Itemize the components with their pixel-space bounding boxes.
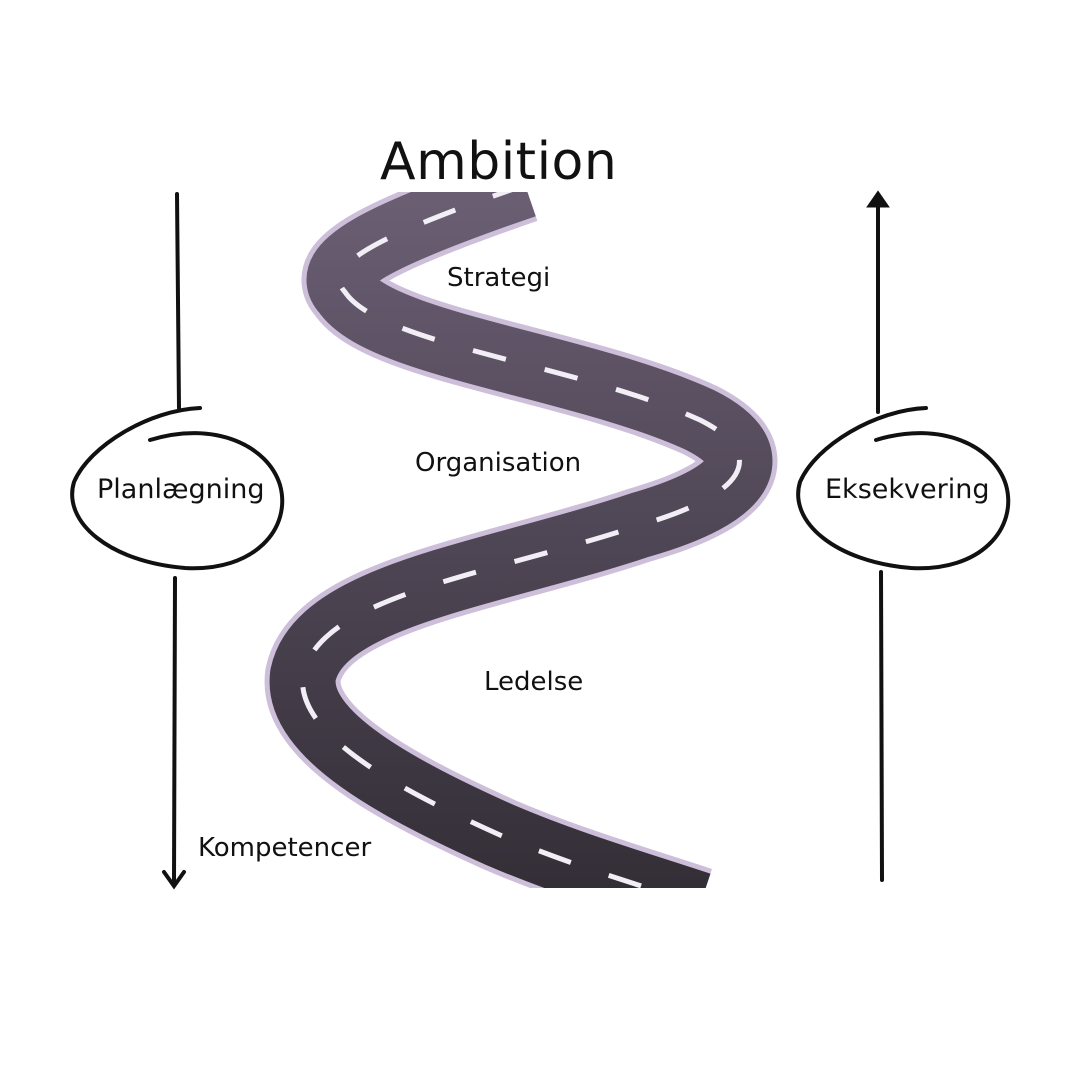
left-axis bbox=[70, 192, 285, 890]
right-arrow-head-up bbox=[866, 190, 890, 208]
eksekvering-node-outline bbox=[796, 406, 1011, 571]
left-arrow-head-down bbox=[162, 870, 186, 890]
planlaegning-node-outline bbox=[70, 406, 285, 571]
stage-label-organisation: Organisation bbox=[415, 448, 582, 478]
road-asphalt bbox=[269, 192, 773, 888]
planlaegning-node-label: Planlægning bbox=[97, 474, 265, 505]
road-center-dashes bbox=[300, 192, 742, 888]
kompetencer-label: Kompetencer bbox=[198, 833, 372, 863]
right-axis bbox=[796, 190, 1011, 882]
left-axis-top-line bbox=[175, 192, 181, 410]
stage-label-ledelse: Ledelse bbox=[484, 667, 584, 697]
left-axis-bottom-line bbox=[172, 576, 177, 884]
eksekvering-node-label: Eksekvering bbox=[825, 474, 990, 505]
ambition-title: Ambition bbox=[380, 132, 618, 192]
right-axis-bottom-line bbox=[879, 570, 884, 882]
winding-road bbox=[264, 192, 778, 888]
stage-label-strategi: Strategi bbox=[447, 263, 551, 293]
